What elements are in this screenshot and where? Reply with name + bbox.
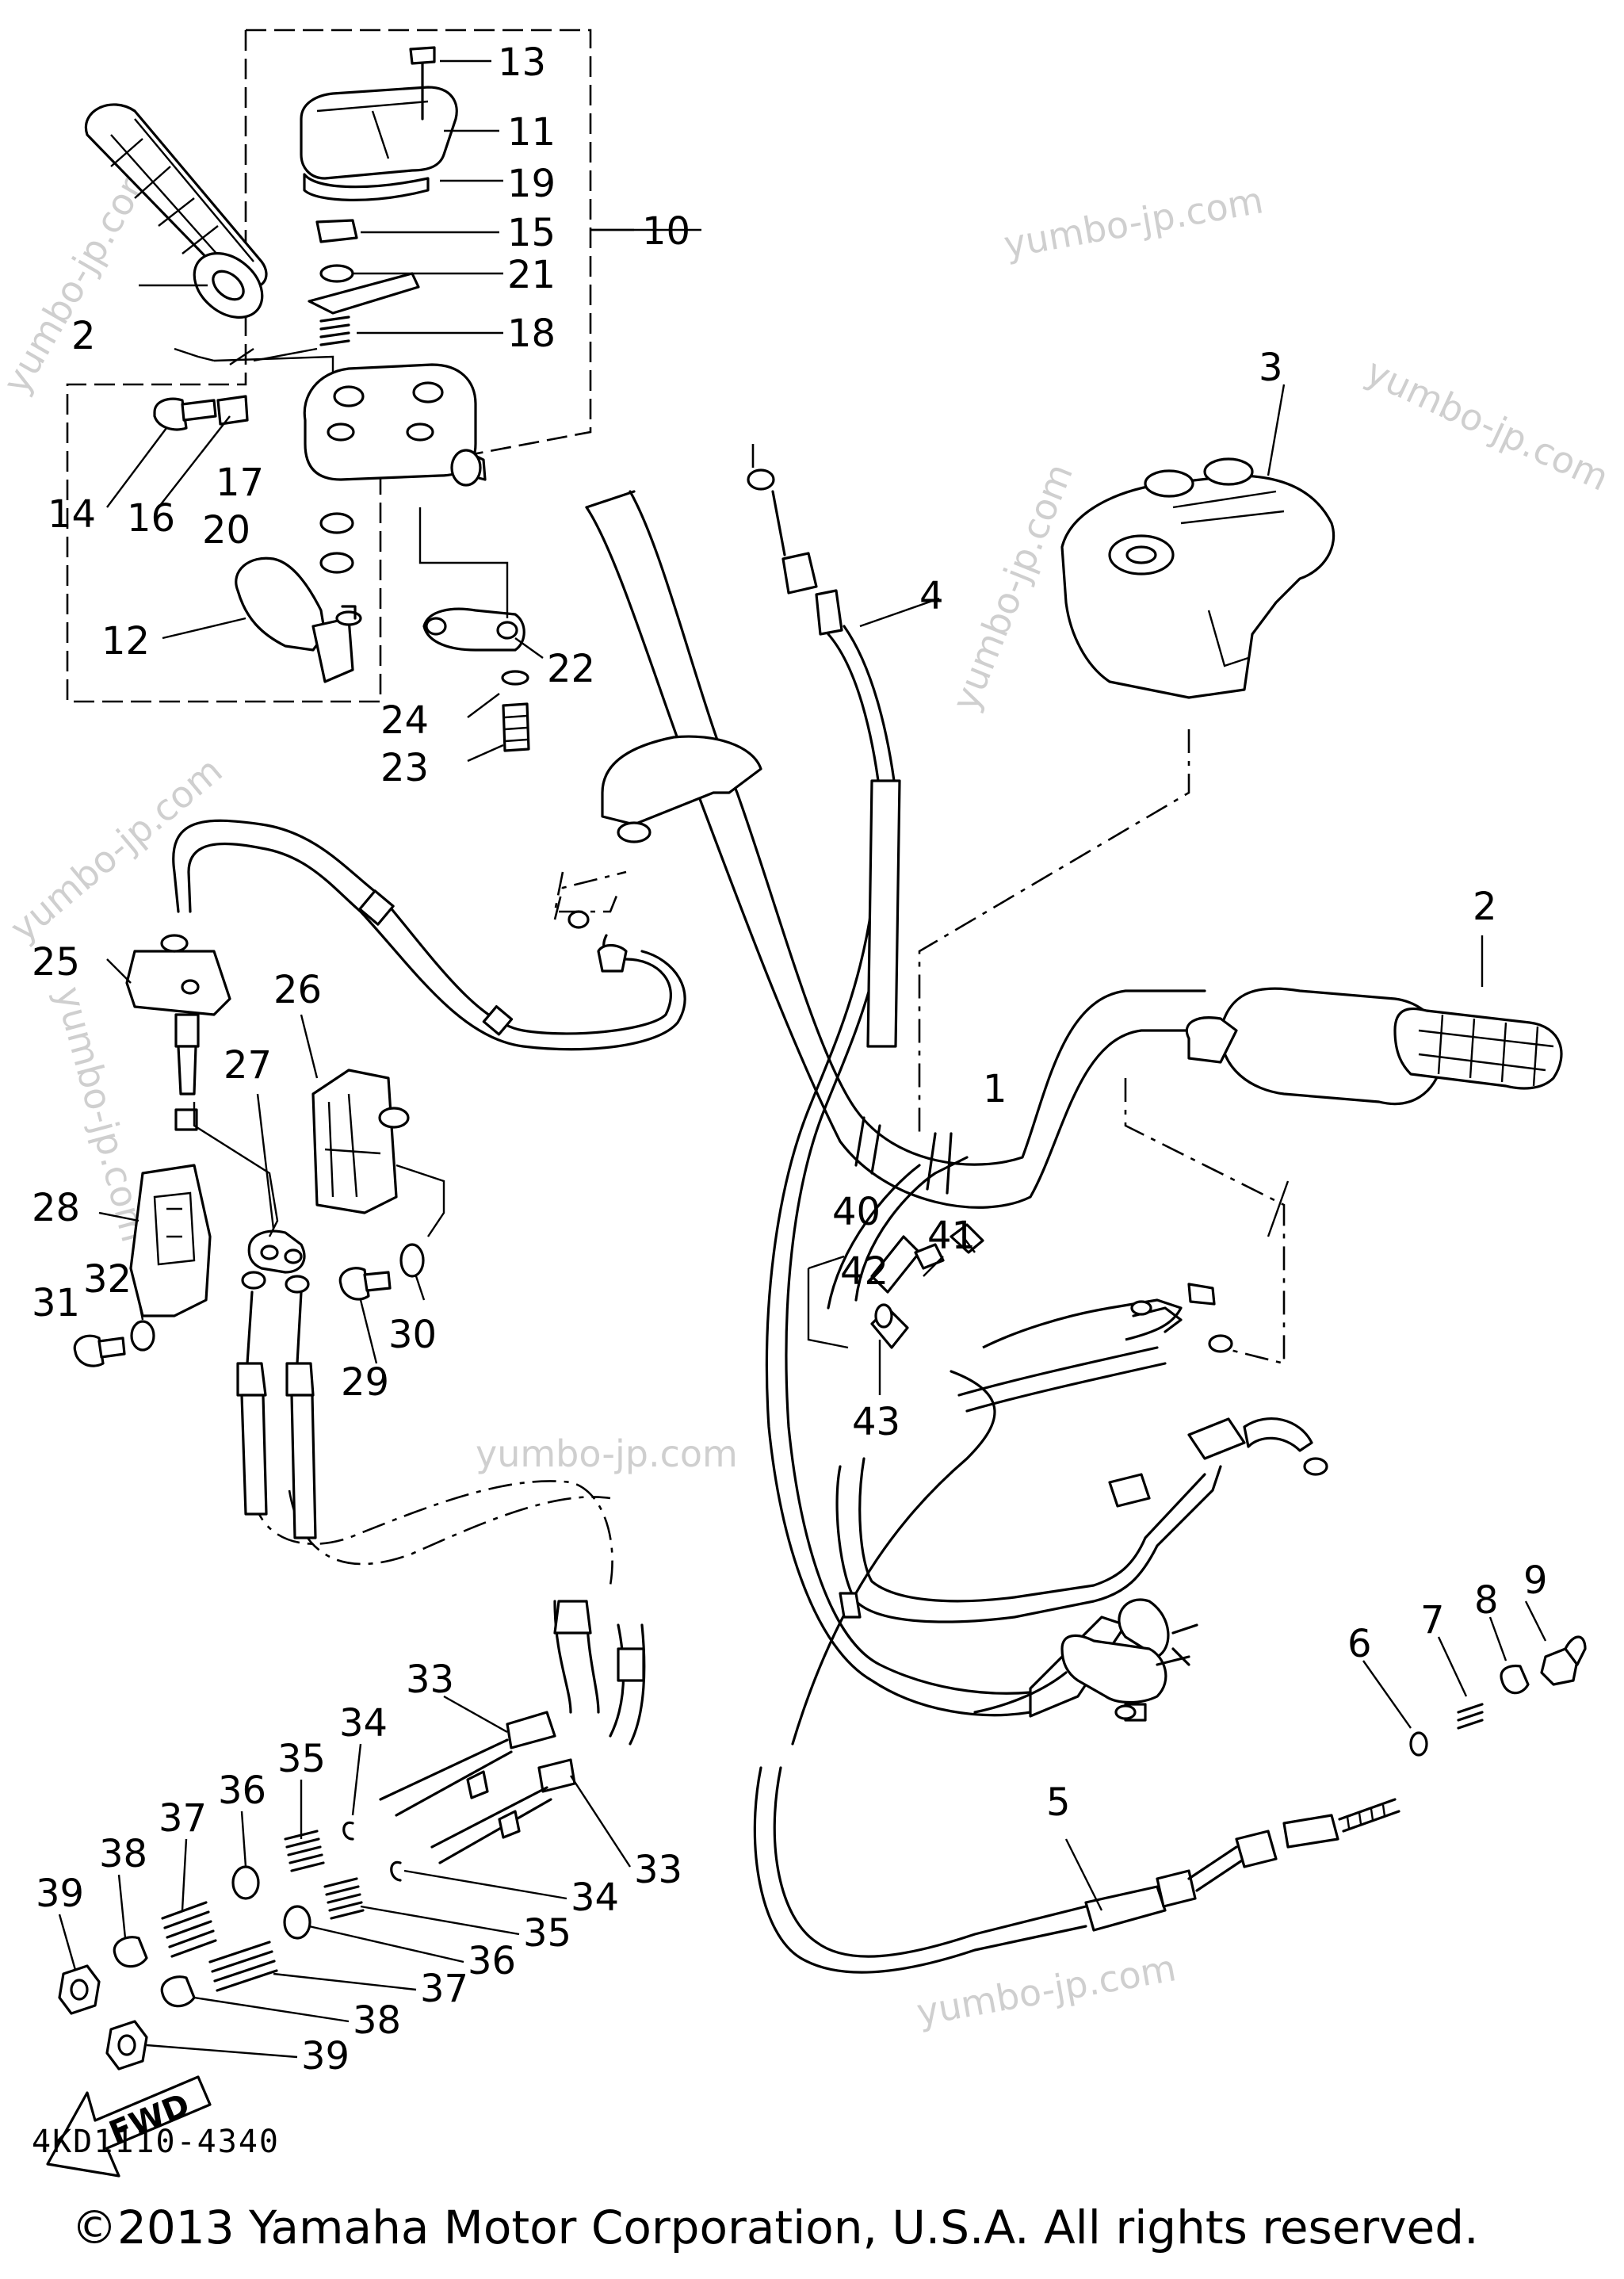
brake-cables <box>58 1600 646 2071</box>
small-parts-right <box>1409 1635 1587 1757</box>
watermark: yumbo-jp.com <box>1001 178 1267 266</box>
fasteners-left <box>73 1243 425 1367</box>
callout-35-top: 35 <box>277 1737 326 1781</box>
callout-11: 11 <box>507 110 556 155</box>
callout-36-right: 36 <box>468 1939 516 1983</box>
brake-cable-right <box>753 1370 1400 1974</box>
watermark: yumbo-jp.com <box>1359 350 1615 499</box>
callout-25: 25 <box>32 940 80 985</box>
copyright-notice: ©2013 Yamaha Motor Corporation, U.S.A. A… <box>71 2201 1479 2254</box>
callout-33-right: 33 <box>634 1848 682 1892</box>
leader-lines-brake <box>58 1695 632 2059</box>
callout-4: 4 <box>919 574 944 618</box>
right-grip <box>1185 987 1563 1106</box>
callout-33-top: 33 <box>406 1658 454 1702</box>
callout-34-top: 34 <box>339 1701 388 1746</box>
handlebar-clamp <box>601 735 762 843</box>
callout-6: 6 <box>1347 1622 1372 1666</box>
mount-plate <box>129 1164 212 1317</box>
cable-bracket <box>193 1102 317 1539</box>
callout-28: 28 <box>32 1186 80 1230</box>
callout-17: 17 <box>216 461 264 505</box>
cables-mid-right <box>807 1156 1328 1720</box>
callout-18: 18 <box>507 312 556 356</box>
throttle-housing <box>153 46 487 683</box>
callout-31: 31 <box>32 1281 80 1325</box>
callout-16: 16 <box>127 496 175 541</box>
choke-cable-top <box>172 819 686 1051</box>
diagram-code: 4KD1110-4340 <box>32 2124 280 2160</box>
watermark: yumbo-jp.com <box>943 457 1081 717</box>
leader-lines <box>98 59 1547 1911</box>
callout-8: 8 <box>1474 1578 1499 1623</box>
callout-24: 24 <box>380 698 429 743</box>
callout-23: 23 <box>380 746 429 790</box>
watermark: yumbo-jp.com <box>914 1946 1179 2034</box>
callout-labels: 13 11 19 15 21 18 10 2 14 16 17 20 12 22… <box>32 40 1548 2078</box>
callout-2-left: 2 <box>71 314 96 358</box>
callout-42: 42 <box>840 1249 888 1294</box>
watermark: yumbo-jp.com <box>476 1432 738 1475</box>
watermark: yumbo-jp.com <box>2 748 230 950</box>
callout-2-right: 2 <box>1473 885 1497 929</box>
callout-3: 3 <box>1259 346 1283 390</box>
callout-40: 40 <box>832 1190 881 1234</box>
callout-38-top: 38 <box>99 1832 147 1876</box>
callout-34-right: 34 <box>571 1876 619 1920</box>
callout-15: 15 <box>507 211 556 255</box>
callout-29: 29 <box>341 1360 389 1405</box>
callout-20: 20 <box>202 508 250 553</box>
callout-37-top: 37 <box>159 1796 207 1841</box>
callout-36-top: 36 <box>218 1769 266 1813</box>
callout-12: 12 <box>101 619 150 663</box>
callout-1: 1 <box>983 1067 1007 1111</box>
callout-19: 19 <box>507 162 556 206</box>
switch-box <box>311 1069 445 1237</box>
left-grip <box>84 103 268 319</box>
callout-39-right: 39 <box>301 2034 350 2078</box>
callout-35-right: 35 <box>523 1911 571 1956</box>
choke-lever <box>125 934 231 1131</box>
callout-13: 13 <box>498 40 546 85</box>
holder-clamp <box>418 507 530 752</box>
callout-30: 30 <box>388 1313 437 1357</box>
watermark: yumbo-jp.com <box>0 152 162 401</box>
callout-5: 5 <box>1046 1780 1071 1825</box>
callout-26: 26 <box>273 968 322 1012</box>
right-switch-housing <box>1060 457 1336 699</box>
callout-41: 41 <box>927 1214 976 1258</box>
callout-38-right: 38 <box>353 1998 401 2043</box>
handlebar <box>585 490 1206 1209</box>
callout-14: 14 <box>48 492 96 537</box>
callout-21: 21 <box>507 253 556 297</box>
callout-32: 32 <box>83 1257 132 1302</box>
callout-39-top: 39 <box>36 1872 84 1916</box>
callout-43: 43 <box>852 1400 900 1444</box>
callout-22: 22 <box>547 647 595 691</box>
callout-7: 7 <box>1420 1598 1445 1642</box>
callout-27: 27 <box>224 1043 272 1088</box>
callout-9: 9 <box>1523 1558 1548 1603</box>
callout-10: 10 <box>642 209 690 254</box>
callout-37-right: 37 <box>420 1967 468 2011</box>
alignment-lines <box>252 444 1286 1586</box>
